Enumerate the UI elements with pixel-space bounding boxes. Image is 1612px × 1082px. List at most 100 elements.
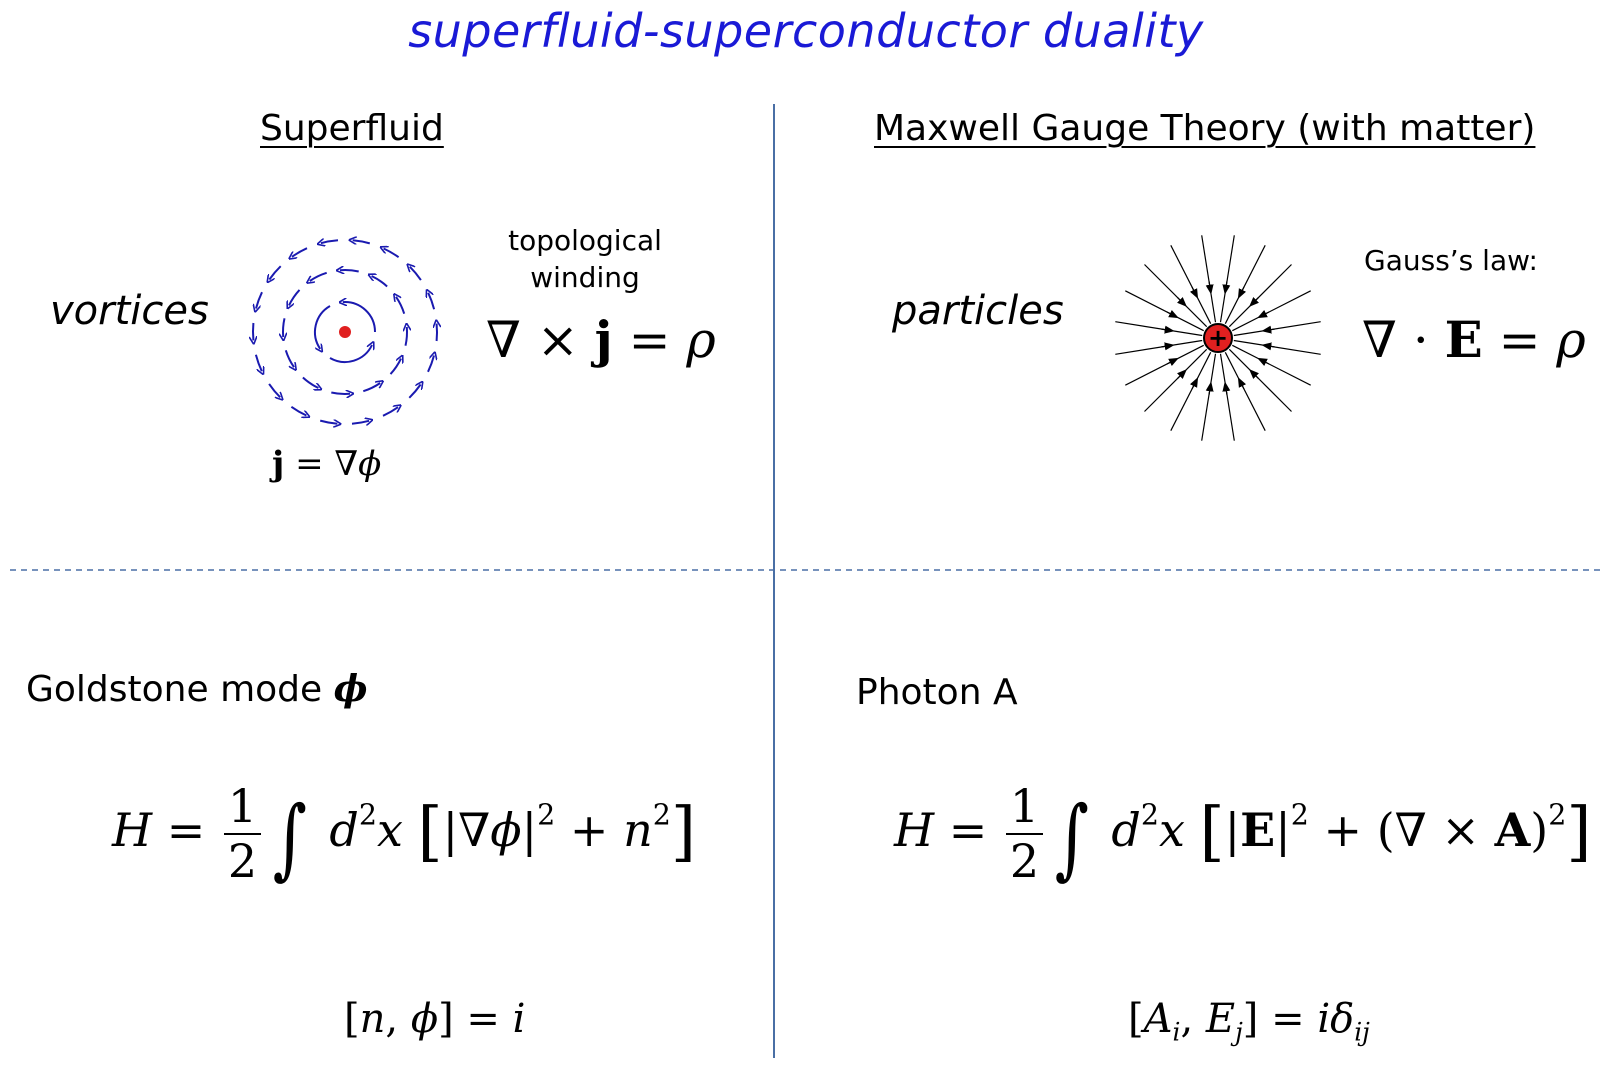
field-arrow [1249,369,1259,379]
field-line [1144,264,1208,328]
field-line [1144,348,1208,412]
left-bracket: [ [1128,996,1144,1042]
density-n: n [623,802,653,857]
current-j: j [272,444,285,484]
vortex-diagram [245,232,445,432]
vortex-arrow [331,393,350,395]
comma: , [1180,996,1206,1042]
field-line [1233,321,1321,337]
vortex-arrow [329,345,372,363]
field-line [1232,290,1311,332]
field-line [1125,290,1204,332]
exponent: 2 [652,798,671,832]
imaginary-i: i [512,996,526,1042]
vortex-arrow [351,421,369,424]
vortex-core [339,326,351,338]
left-bracket: [ [417,794,443,870]
numerator: 1 [223,780,262,835]
field-line [1224,245,1266,324]
nabla-symbol: ∇ [486,311,521,369]
exponent: 2 [537,798,556,832]
field-arrow [1177,369,1187,379]
field-line [1228,348,1292,412]
differential-d: d [329,802,359,857]
field-arrow [1166,309,1179,319]
dot-symbol: · [1396,311,1445,369]
current-j: j [594,310,613,369]
integral-sign: ∫ [1054,786,1090,889]
vortex-arrow [396,297,406,315]
variable-x: x [1158,802,1185,857]
vector-potential-a: A [1494,802,1531,857]
vortex-arrow [302,376,319,389]
electric-field-e: E [1444,310,1483,369]
vortices-label: vortices [50,288,209,334]
right-paren: ) [1530,802,1549,857]
left-bracket: [ [344,996,360,1042]
field-arrow [1257,309,1270,319]
vortex-arrow [372,276,388,288]
plus-sign: + [555,802,624,857]
equals-sign: = [152,802,220,857]
field-arrow [1257,357,1270,367]
current-equation: j = ∇ϕ [272,444,381,484]
goldstone-mode-label: Goldstone mode ϕ [26,668,368,710]
field-arrow [1205,281,1214,295]
maxwell-heading: Maxwell Gauge Theory (with matter) [874,108,1536,149]
vortex-arrow [292,247,308,257]
right-bracket: ] [670,794,697,870]
winding-equation: ∇ × j = ρ [486,310,716,369]
vortex-arrow [428,293,436,310]
winding-label: topological winding [490,222,680,296]
field-line [1170,245,1212,324]
kronecker-delta: δ [1330,996,1355,1042]
variable-x: x [376,802,403,857]
field-line [1170,352,1212,431]
equals-sign: = [934,802,1002,857]
nabla-symbol: ∇ [334,444,359,484]
superfluid-heading: Superfluid [260,108,444,149]
vortex-arrow [268,383,280,397]
equals-sign: = [453,996,513,1042]
field-arrow [1189,286,1199,299]
field-arrow [1161,342,1175,351]
integral-sign: ∫ [272,786,308,889]
field-line [1219,353,1235,441]
equals-sign: = [1482,311,1557,369]
field-arrow [1205,381,1214,395]
field-arrow [1177,297,1187,307]
vortex-arrow [290,405,306,416]
field-line [1224,352,1266,431]
denominator: 2 [227,833,258,888]
phi-symbol: ϕ [490,802,522,857]
vortex-arrow [384,249,400,259]
vortex-arrow [340,270,359,272]
phi-symbol: ϕ [358,444,382,484]
left-paren: ( [1376,802,1395,857]
photon-mode-label: Photon A [856,672,1018,713]
exponent: 2 [1548,798,1567,832]
electric-field-e: E [1240,802,1276,857]
vortex-arrow [310,271,328,281]
field-line [1201,353,1217,441]
vortex-arrow [321,240,339,243]
field-line [1115,321,1203,337]
hamiltonian-h: H [894,802,935,857]
phi-symbol: ϕ [333,668,368,710]
density-n: n [359,996,386,1042]
field-arrow [1222,381,1231,395]
times-symbol: × [520,311,595,369]
vortex-arrow [406,327,408,346]
vortex-arrow [408,385,420,399]
phi-symbol: ϕ [410,996,439,1042]
left-bracket: [ [1199,794,1225,870]
maxwell-commutator: [Ai, Ej] = iδij [1128,996,1370,1045]
electric-field-e: E [1205,996,1236,1042]
gauss-equation: ∇ · E = ρ [1362,310,1586,369]
vortex-arrow [410,267,422,281]
field-arrow [1261,325,1275,334]
